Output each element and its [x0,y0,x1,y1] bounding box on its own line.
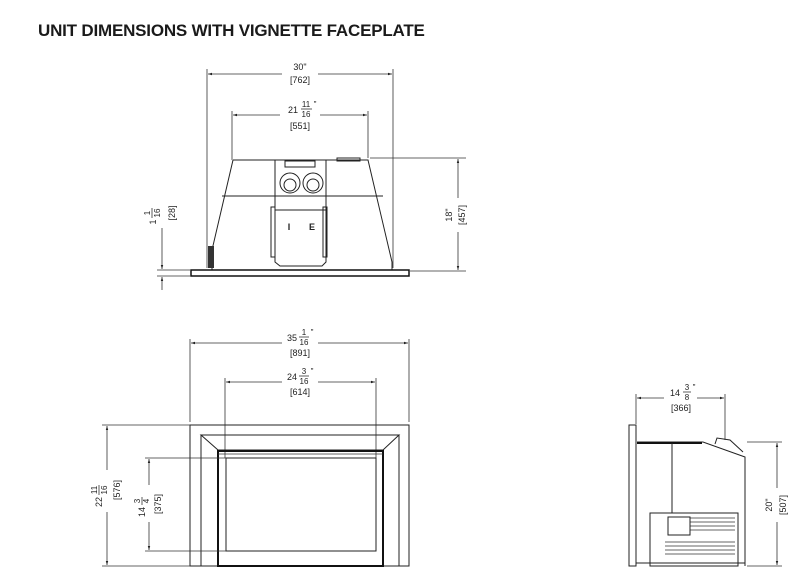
side-height-metric: [507] [778,495,788,515]
depth-label: 14 3 8 " [670,383,696,402]
body-width-label: 21 11 16 " [288,100,317,119]
depth-metric: [366] [671,403,691,413]
opening-width-metric: [614] [290,387,310,397]
overall-width-label: 30" [293,62,306,72]
overall-width-metric: [762] [290,75,310,85]
svg-text:": " [311,367,314,376]
svg-text:16: 16 [302,110,311,119]
side-view: 14 3 8 " [366] 20" [507] [628,383,788,567]
svg-text:8: 8 [685,393,690,402]
svg-text:1: 1 [302,328,307,337]
front-view: 35 1 16 " [891] 24 3 16 " [614] 2 [90,328,410,567]
faceplate-offset-label: 1 1 16 [143,208,162,225]
opening-height-metric: [375] [153,494,163,514]
exhaust-label: E [309,222,315,232]
svg-text:16: 16 [153,208,162,217]
height-label: 18" [444,208,454,221]
svg-text:14: 14 [137,507,147,517]
svg-text:": " [693,383,696,392]
svg-text:1: 1 [148,219,158,224]
svg-text:11: 11 [90,485,99,494]
inlet-label: I [288,222,291,232]
opening-height-label: 14 3 4 [133,497,151,517]
body-width-metric: [551] [290,121,310,131]
overall-width-metric: [891] [290,348,310,358]
side-height-label: 20" [764,498,774,511]
svg-text:16: 16 [300,377,309,386]
svg-text:24: 24 [287,372,297,382]
svg-text:": " [314,100,317,109]
top-view: 30" [762] 21 11 16 " [551] I E [143,62,467,290]
svg-text:21: 21 [288,105,298,115]
svg-text:3: 3 [133,498,142,503]
svg-text:3: 3 [302,367,307,376]
svg-text:": " [311,328,314,337]
opening-width-label: 24 3 16 " [287,367,314,386]
overall-height-label: 22 11 16 [90,485,109,507]
height-metric: [457] [457,205,467,225]
overall-height-metric: [576] [112,480,122,500]
svg-text:1: 1 [143,210,152,215]
svg-text:3: 3 [685,383,690,392]
svg-text:16: 16 [100,485,109,494]
svg-text:4: 4 [142,498,151,503]
svg-text:22: 22 [94,497,104,507]
svg-text:35: 35 [287,333,297,343]
svg-text:14: 14 [670,388,680,398]
page-title: UNIT DIMENSIONS WITH VIGNETTE FACEPLATE [38,21,425,40]
overall-width-label: 35 1 16 " [287,328,314,347]
svg-text:16: 16 [300,338,309,347]
svg-text:11: 11 [302,100,311,109]
faceplate-offset-metric: [28] [167,205,177,220]
